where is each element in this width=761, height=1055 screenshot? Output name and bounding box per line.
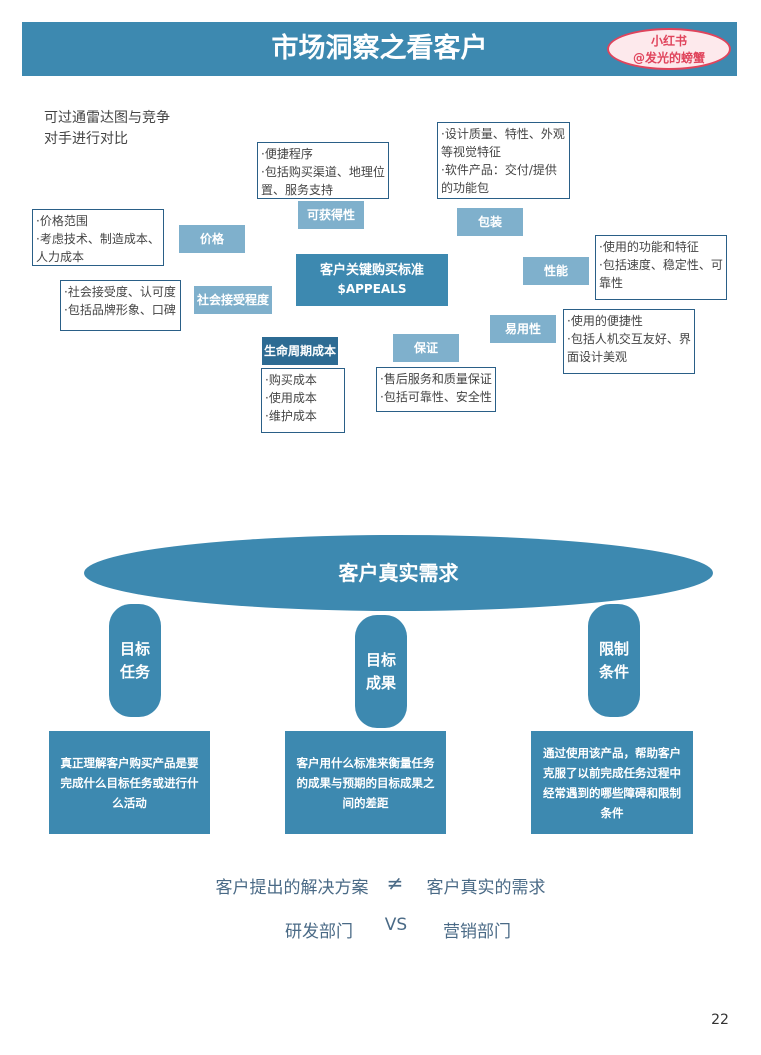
desc-price: ·价格范围 ·考虑技术、制造成本、 人力成本 xyxy=(32,209,164,266)
desc-line: ·包括购买渠道、地理位 xyxy=(261,165,385,179)
pillar-line: 目标 xyxy=(119,639,150,658)
desc-line: ·包括可靠性、安全性 xyxy=(380,390,492,404)
pillar-line: 条件 xyxy=(598,662,629,681)
center-subtitle: $APPEALS xyxy=(337,282,407,296)
footer-solution: 客户提出的解决方案 xyxy=(215,878,369,898)
desc-goal-outcome: 客户用什么标准来衡量任务的成果与预期的目标成果之间的差距 xyxy=(285,731,446,834)
pillar-line: 任务 xyxy=(119,662,150,681)
label-assurance: 保证 xyxy=(393,334,459,362)
desc-line: 置、服务支持 xyxy=(261,183,334,197)
label-social-acceptance: 社会接受程度 xyxy=(194,286,272,314)
label-lifecycle-cost: 生命周期成本 xyxy=(262,337,338,365)
desc-line: ·设计质量、特性、外观 xyxy=(441,127,565,141)
footer-true-needs: 客户真实的需求 xyxy=(426,878,546,898)
pillar-constraints: 限制条件 xyxy=(588,604,640,717)
desc-line: ·售后服务和质量保证 xyxy=(380,372,492,386)
desc-line: 面设计美观 xyxy=(567,350,628,364)
footer-rd: 研发部门 xyxy=(285,922,353,942)
pillar-line: 目标 xyxy=(365,650,396,669)
watermark-line2: @发光的螃蟹 xyxy=(632,51,705,65)
desc-lifecycle-cost: ·购买成本 ·使用成本 ·维护成本 xyxy=(261,368,345,433)
label-ease-of-use: 易用性 xyxy=(490,315,556,343)
page-title: 市场洞察之看客户 xyxy=(271,33,488,64)
page-number: 22 xyxy=(711,1012,729,1028)
not-equal-sign: ≠ xyxy=(386,871,404,895)
desc-availability: ·便捷程序 ·包括购买渠道、地理位 置、服务支持 xyxy=(257,142,389,199)
desc-line: 的功能包 xyxy=(441,181,490,195)
desc-assurance: ·售后服务和质量保证 ·包括可靠性、安全性 xyxy=(376,367,496,412)
desc-goal-task: 真正理解客户购买产品是要完成什么目标任务或进行什么活动 xyxy=(49,731,210,834)
desc-line: ·使用的功能和特征 xyxy=(599,240,699,254)
vs-label: VS xyxy=(384,915,408,935)
desc-line: ·价格范围 xyxy=(36,214,88,228)
desc-line: ·使用的便捷性 xyxy=(567,314,643,328)
desc-ease-of-use: ·使用的便捷性 ·包括人机交互友好、界 面设计美观 xyxy=(563,309,695,374)
desc-line: ·考虑技术、制造成本、 xyxy=(36,232,160,246)
intro-text: 可过通雷达图与竞争对手进行对比 xyxy=(44,110,170,147)
desc-constraints: 通过使用该产品，帮助客户克服了以前完成任务过程中经常遇到的哪些障碍和限制条件 xyxy=(531,731,693,834)
desc-performance: ·使用的功能和特征 ·包括速度、稳定性、可 靠性 xyxy=(595,235,727,300)
desc-social-acceptance: ·社会接受度、认可度 ·包括品牌形象、口碑 xyxy=(60,280,181,331)
desc-line: 等视觉特征 xyxy=(441,145,502,159)
desc-line: ·维护成本 xyxy=(265,409,317,423)
desc-line: ·购买成本 xyxy=(265,373,317,387)
desc-line: ·包括人机交互友好、界 xyxy=(567,332,691,346)
desc-line: ·便捷程序 xyxy=(261,147,313,161)
pillar-line: 成果 xyxy=(365,673,396,692)
desc-line: 靠性 xyxy=(599,276,624,290)
desc-packaging: ·设计质量、特性、外观 等视觉特征 ·软件产品：交付/提供 的功能包 xyxy=(437,122,570,199)
desc-line: ·包括品牌形象、口碑 xyxy=(64,303,176,317)
pillar-goal-outcome: 目标成果 xyxy=(355,615,407,728)
footer-marketing: 营销部门 xyxy=(443,922,511,942)
center-title: 客户关键购买标准 xyxy=(319,263,424,278)
desc-line: 人力成本 xyxy=(36,250,85,264)
label-price: 价格 xyxy=(179,225,245,253)
needs-ellipse: 客户真实需求 xyxy=(84,535,713,611)
appeals-center-box: 客户关键购买标准 $APPEALS xyxy=(296,254,448,306)
desc-line: ·软件产品：交付/提供 xyxy=(441,163,557,177)
watermark-line1: 小红书 xyxy=(650,34,687,48)
label-availability: 可获得性 xyxy=(298,201,364,229)
desc-line: ·社会接受度、认可度 xyxy=(64,285,176,299)
desc-line: ·使用成本 xyxy=(265,391,317,405)
label-performance: 性能 xyxy=(523,257,589,285)
label-packaging: 包装 xyxy=(457,208,523,236)
watermark-stamp: 小红书 @发光的螃蟹 xyxy=(607,28,731,70)
desc-line: ·包括速度、稳定性、可 xyxy=(599,258,723,272)
pillar-goal-task: 目标任务 xyxy=(109,604,161,717)
pillar-line: 限制 xyxy=(598,639,629,658)
